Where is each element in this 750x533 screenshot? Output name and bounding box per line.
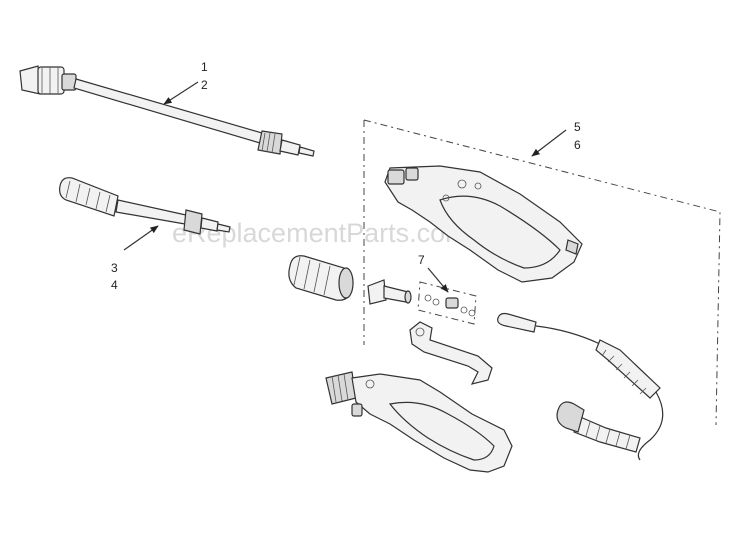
callout-7: 7 [418,253,425,267]
callout-arrow-1 [163,81,199,105]
trigger-housing-shell [384,165,583,283]
callout-arrow-5 [531,129,567,157]
extension-wand [59,177,231,235]
connector-fitting [367,279,412,305]
hose-assembly [497,312,664,461]
callout-4: 4 [111,278,118,292]
callout-6: 6 [574,138,581,152]
callout-3: 3 [111,261,118,275]
lance-wand [19,65,315,157]
callout-arrow-3 [123,225,159,251]
trigger-lever [409,321,493,385]
callout-2: 2 [201,78,208,92]
callout-1: 1 [201,60,208,74]
callout-arrow-7 [427,267,449,293]
small-parts-kit [417,281,477,325]
callout-5: 5 [574,120,581,134]
assembly-boundary [363,119,721,426]
nozzle-cap [288,255,354,301]
spray-gun-handle [325,371,513,473]
watermark-text: eReplacementParts.com [172,218,468,248]
